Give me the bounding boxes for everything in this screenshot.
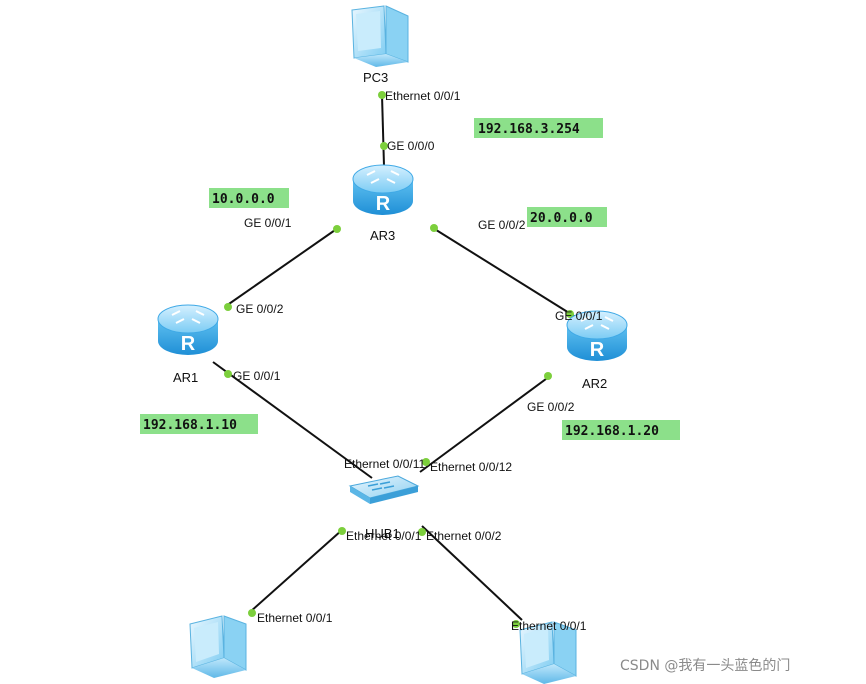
port-labels: Ethernet 0/0/1 GE 0/0/0 GE 0/0/1 GE 0/0/… bbox=[233, 89, 603, 633]
port-label-ar2-ge001: GE 0/0/1 bbox=[555, 309, 603, 323]
link-pc3-ar3[interactable] bbox=[381, 94, 385, 167]
port-label-ar3-ge001: GE 0/0/1 bbox=[244, 216, 292, 230]
port-dot bbox=[333, 225, 341, 233]
net-label-ar2-lan: 192.168.1.20 bbox=[565, 424, 659, 439]
port-dot bbox=[512, 620, 520, 628]
ar2-label: AR2 bbox=[582, 376, 607, 391]
router-icon: R bbox=[352, 164, 414, 215]
pc3-label: PC3 bbox=[363, 70, 388, 85]
hub-device[interactable] bbox=[348, 475, 420, 504]
port-dot bbox=[544, 372, 552, 380]
port-dots bbox=[224, 91, 574, 628]
net-label-ar3-ar2: 20.0.0.0 bbox=[530, 211, 593, 226]
ar1-device[interactable]: R bbox=[157, 304, 219, 355]
port-label-pc3-eth: Ethernet 0/0/1 bbox=[385, 89, 461, 103]
network-labels: 192.168.3.254 10.0.0.0 20.0.0.0 192.168.… bbox=[140, 118, 680, 440]
hub-icon bbox=[348, 475, 420, 504]
port-dot bbox=[248, 609, 256, 617]
pc-right-device[interactable] bbox=[519, 621, 577, 684]
port-dot bbox=[380, 142, 388, 150]
ar1-label: AR1 bbox=[173, 370, 198, 385]
port-label-ar2-ge002: GE 0/0/2 bbox=[527, 400, 575, 414]
net-label-ar1-lan: 192.168.1.10 bbox=[143, 418, 237, 433]
ar3-device[interactable]: R bbox=[352, 164, 414, 215]
net-bg-ar3-ar2 bbox=[527, 207, 607, 227]
link-ar3-ar2[interactable] bbox=[432, 227, 575, 317]
port-label-hub-eth0012: Ethernet 0/0/12 bbox=[430, 460, 512, 474]
port-label-ar1-ge001: GE 0/0/1 bbox=[233, 369, 281, 383]
port-dot bbox=[378, 91, 386, 99]
net-bg-ar2-lan bbox=[562, 420, 680, 440]
router-icon: R bbox=[157, 304, 219, 355]
net-bg-ar1-ar3 bbox=[209, 188, 289, 208]
svg-text:R: R bbox=[181, 333, 196, 355]
router-icon: R bbox=[566, 310, 628, 361]
net-bg-ar3-pc3 bbox=[474, 118, 603, 138]
port-label-ar3-ge002: GE 0/0/2 bbox=[478, 218, 526, 232]
port-dot bbox=[422, 458, 430, 466]
port-dot bbox=[566, 310, 574, 318]
pc-icon bbox=[351, 5, 409, 67]
port-label-pc-right-eth: Ethernet 0/0/1 bbox=[511, 619, 587, 633]
link-ar2-hub[interactable] bbox=[419, 375, 551, 473]
pc-left-device[interactable] bbox=[189, 615, 247, 678]
port-dot bbox=[418, 528, 426, 536]
port-dot bbox=[338, 527, 346, 535]
port-label-hub-eth0011: Ethernet 0/0/11 bbox=[344, 457, 425, 471]
link-ar3-ar1[interactable] bbox=[225, 227, 339, 307]
link-hub-pc-right[interactable] bbox=[421, 525, 523, 621]
port-label-ar1-ge002: GE 0/0/2 bbox=[236, 302, 284, 316]
link-hub-pc-left[interactable] bbox=[249, 529, 343, 613]
port-dot bbox=[430, 224, 438, 232]
svg-text:R: R bbox=[590, 339, 605, 361]
net-label-ar3-pc3: 192.168.3.254 bbox=[478, 122, 580, 137]
pc3-device[interactable] bbox=[351, 5, 409, 67]
port-dot bbox=[224, 370, 232, 378]
links bbox=[212, 94, 575, 621]
csdn-watermark: CSDN @我有一头蓝色的门 bbox=[620, 657, 790, 674]
link-ar1-hub[interactable] bbox=[212, 361, 373, 479]
port-label-ar3-ge000: GE 0/0/0 bbox=[387, 139, 435, 153]
net-bg-ar1-lan bbox=[140, 414, 258, 434]
port-label-hub-eth001: Ethernet 0/0/1 bbox=[346, 529, 422, 543]
pc-icon bbox=[189, 615, 247, 678]
net-label-ar1-ar3: 10.0.0.0 bbox=[212, 192, 275, 207]
port-dot bbox=[224, 303, 232, 311]
ar2-device[interactable]: R bbox=[566, 310, 628, 361]
port-label-pc-left-eth: Ethernet 0/0/1 bbox=[257, 611, 333, 625]
ar3-label: AR3 bbox=[370, 228, 395, 243]
hub-label: HUB1 bbox=[365, 526, 400, 541]
svg-text:R: R bbox=[376, 193, 391, 215]
pc-icon bbox=[519, 621, 577, 684]
port-label-hub-eth002: Ethernet 0/0/2 bbox=[426, 529, 502, 543]
